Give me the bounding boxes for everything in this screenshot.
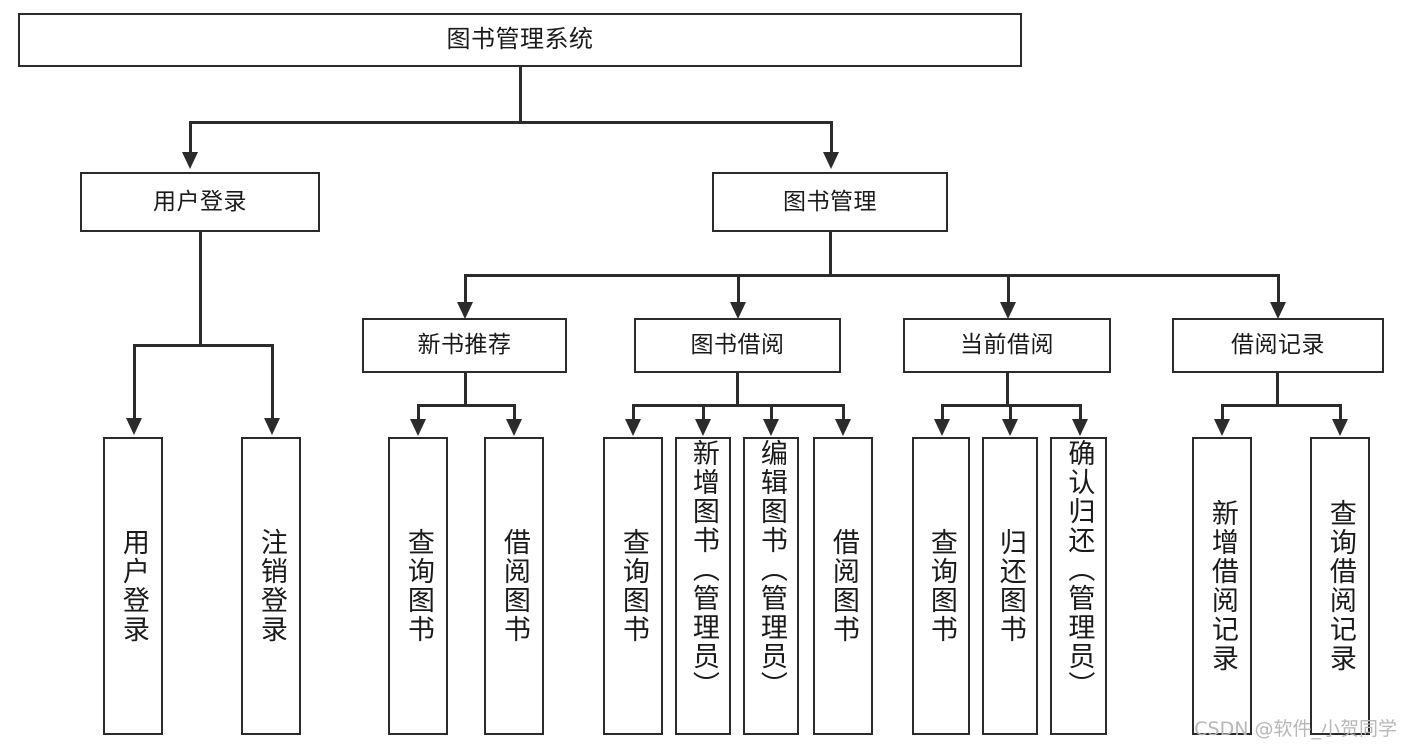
node-label: 新书推荐 (417, 332, 512, 359)
connector-to-leaf-query-book-2 (632, 404, 635, 421)
arrowhead-to-book-management (823, 152, 839, 169)
node-book-borrow[interactable]: 图书借阅 (634, 318, 841, 373)
connector-current-borrow-stem (1006, 373, 1009, 406)
connector-root-bar (189, 121, 832, 124)
connector-root-stem (519, 67, 522, 123)
node-label: 确认归还（管理员） (1063, 439, 1095, 700)
connector-user-login-bar (133, 344, 274, 347)
node-leaf-query-book-3[interactable]: 查询图书 (912, 437, 970, 735)
connector-to-leaf-query-record (1339, 404, 1342, 421)
connector-new-book-recommend-stem (464, 373, 467, 406)
node-leaf-edit-book[interactable]: 编辑图书（管理员） (743, 437, 799, 735)
arrowhead-to-new-book-recommend (457, 302, 473, 319)
node-label: 查询借阅记录 (1324, 499, 1356, 673)
arrowhead-to-leaf-return-book (1002, 419, 1018, 436)
node-leaf-user-login[interactable]: 用户登录 (103, 437, 163, 735)
connector-to-leaf-borrow-book-1 (513, 404, 516, 421)
node-label: 当前借阅 (960, 332, 1054, 359)
connector-to-leaf-add-book (702, 404, 705, 421)
connector-to-leaf-borrow-book-2 (842, 404, 845, 421)
node-label: 查询图书 (617, 528, 649, 644)
arrowhead-to-current-borrow (1000, 302, 1016, 319)
node-label: 图书管理 (783, 188, 877, 215)
node-current-borrow[interactable]: 当前借阅 (903, 318, 1111, 373)
connector-to-current-borrow (1007, 274, 1010, 304)
node-new-book-recommend[interactable]: 新书推荐 (362, 318, 567, 373)
connector-to-leaf-user-login (133, 344, 136, 420)
node-label: 图书管理系统 (446, 25, 594, 54)
watermark-csdn: CSDN @软件_小贺同学 (1194, 718, 1397, 740)
node-borrow-record[interactable]: 借阅记录 (1172, 318, 1384, 373)
connector-to-leaf-edit-book (770, 404, 773, 421)
node-label: 新增图书（管理员） (687, 439, 719, 700)
node-label: 归还图书 (994, 528, 1026, 644)
connector-book-borrow-bar (632, 404, 844, 407)
arrowhead-to-leaf-edit-book (763, 419, 779, 436)
node-leaf-return-book[interactable]: 归还图书 (982, 437, 1038, 735)
connector-to-leaf-query-book-3 (941, 404, 944, 421)
node-label: 图书借阅 (690, 332, 785, 359)
node-leaf-borrow-book-2[interactable]: 借阅图书 (813, 437, 873, 735)
connector-to-borrow-record (1277, 274, 1280, 304)
arrowhead-to-user-login (182, 152, 198, 169)
arrowhead-to-borrow-record (1270, 302, 1286, 319)
node-root-book-management-system[interactable]: 图书管理系统 (18, 13, 1022, 67)
connector-user-login-stem (199, 232, 202, 346)
node-leaf-add-book[interactable]: 新增图书（管理员） (675, 437, 731, 735)
connector-root-to-book-management (830, 121, 833, 153)
arrowhead-to-leaf-query-record (1332, 419, 1348, 436)
connector-to-leaf-return-book (1009, 404, 1012, 421)
node-label: 用户登录 (117, 528, 149, 644)
connector-to-leaf-confirm-return (1079, 404, 1082, 421)
arrowhead-to-leaf-user-login (126, 418, 142, 435)
node-label: 查询图书 (925, 528, 957, 644)
node-leaf-add-record[interactable]: 新增借阅记录 (1192, 437, 1252, 735)
connector-to-leaf-add-record (1221, 404, 1224, 421)
arrowhead-to-leaf-add-book (695, 419, 711, 436)
connector-to-new-book-recommend (464, 274, 467, 304)
connector-borrow-record-bar (1221, 404, 1341, 407)
node-label: 编辑图书（管理员） (755, 439, 787, 700)
arrowhead-to-leaf-borrow-book-1 (506, 419, 522, 436)
connector-to-leaf-logout-login (271, 344, 274, 420)
connector-book-management-bar (464, 274, 1280, 277)
node-label: 借阅图书 (827, 528, 859, 644)
arrowhead-to-leaf-query-book-2 (625, 419, 641, 436)
node-label: 借阅记录 (1231, 332, 1325, 359)
connector-new-book-recommend-bar (417, 404, 515, 407)
node-label: 用户登录 (153, 188, 247, 215)
node-leaf-confirm-return[interactable]: 确认归还（管理员） (1050, 437, 1107, 735)
node-label: 新增借阅记录 (1206, 499, 1238, 673)
connector-book-borrow-stem (736, 373, 739, 406)
arrowhead-to-leaf-borrow-book-2 (835, 419, 851, 436)
arrowhead-to-leaf-confirm-return (1072, 419, 1088, 436)
connector-book-management-stem (829, 232, 832, 276)
arrowhead-to-leaf-query-book-3 (934, 419, 950, 436)
arrowhead-to-leaf-query-book-1 (410, 419, 426, 436)
arrowhead-to-leaf-logout-login (264, 418, 280, 435)
connector-borrow-record-stem (1276, 373, 1279, 406)
node-label: 查询图书 (402, 528, 434, 644)
node-leaf-query-book-1[interactable]: 查询图书 (388, 437, 448, 735)
node-leaf-logout-login[interactable]: 注销登录 (241, 437, 301, 735)
node-leaf-query-record[interactable]: 查询借阅记录 (1310, 437, 1370, 735)
node-label: 借阅图书 (498, 528, 530, 644)
node-label: 注销登录 (255, 528, 287, 644)
node-leaf-query-book-2[interactable]: 查询图书 (603, 437, 663, 735)
connector-to-leaf-query-book-1 (417, 404, 420, 421)
connector-root-to-user-login (189, 121, 192, 153)
connector-to-book-borrow (737, 274, 740, 304)
node-leaf-borrow-book-1[interactable]: 借阅图书 (484, 437, 544, 735)
node-book-management[interactable]: 图书管理 (712, 172, 948, 232)
arrowhead-to-leaf-add-record (1214, 419, 1230, 436)
arrowhead-to-book-borrow (730, 302, 746, 319)
node-user-login[interactable]: 用户登录 (80, 172, 320, 232)
